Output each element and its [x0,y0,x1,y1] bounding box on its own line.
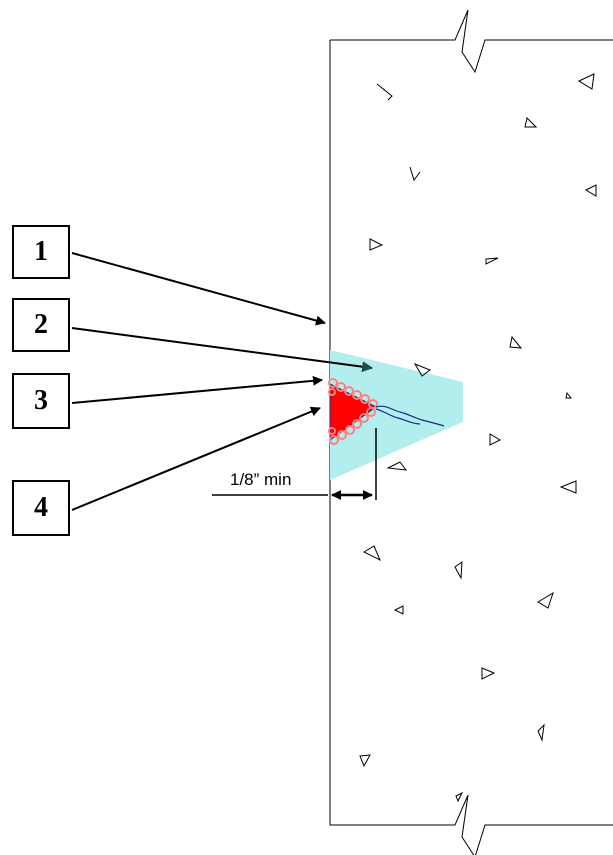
wall-outline [329,9,613,855]
callout-label-2: 2 [34,309,48,340]
leader-arrow-2 [71,327,374,373]
aggregate [359,73,597,803]
callout-box-2: 2 [12,298,70,352]
repair-zone [330,350,463,480]
defect [328,378,378,445]
crack [375,405,445,427]
leader-arrow-4 [71,406,321,511]
callout-box-4: 4 [12,480,70,536]
callout-box-1: 1 [12,225,70,279]
callout-label-4: 4 [34,492,48,523]
dimension-label: 1/8” min [230,470,292,489]
callout-box-3: 3 [12,373,70,429]
callout-label-3: 3 [34,385,48,416]
leader-arrow-3 [71,375,323,404]
leader-arrow-1 [71,252,326,326]
callout-label-1: 1 [34,236,48,267]
